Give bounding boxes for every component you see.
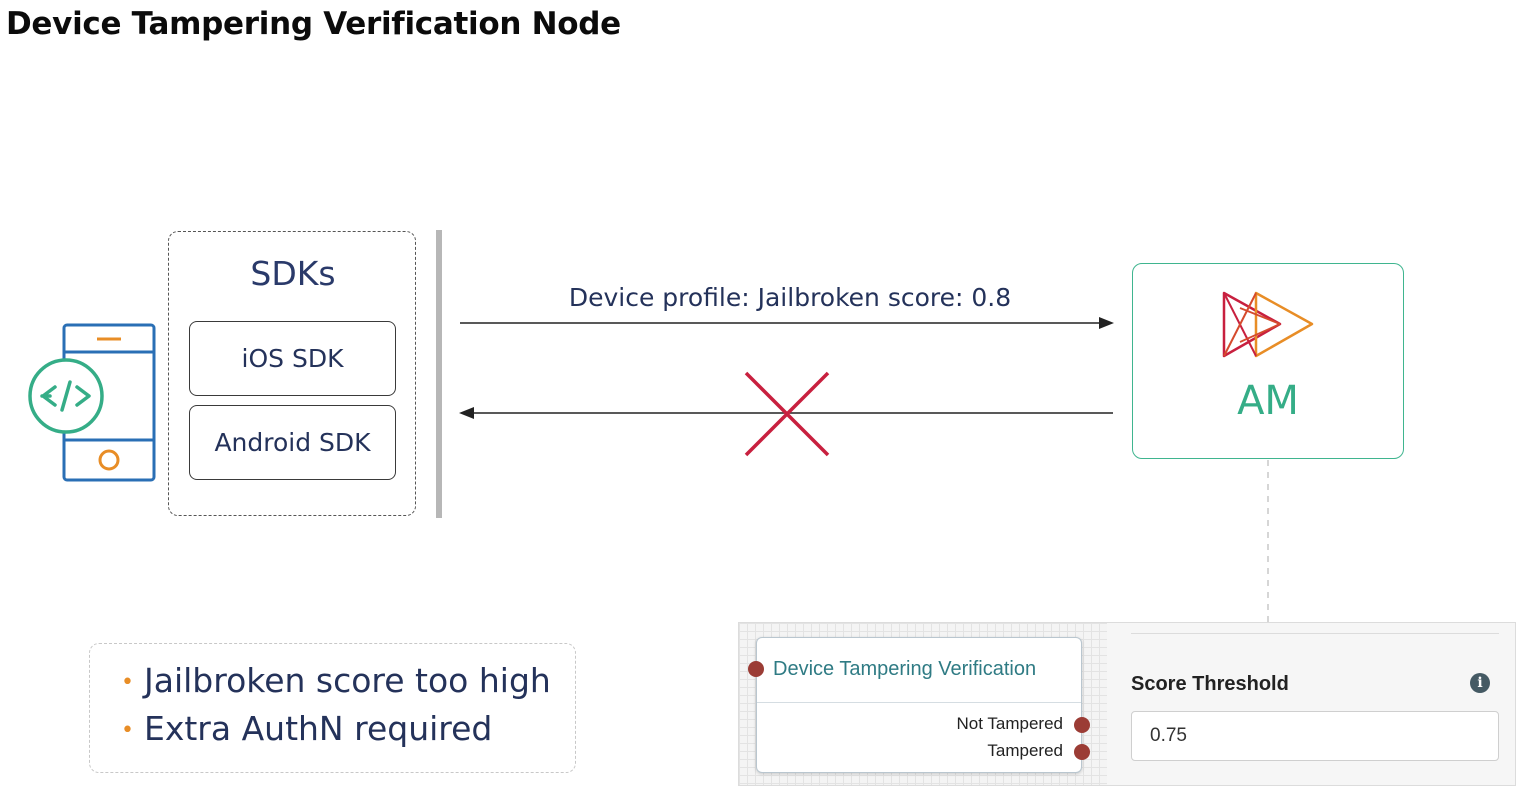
sdk-group-title: SDKs xyxy=(250,254,336,293)
node-title: Device Tampering Verification xyxy=(773,658,1037,680)
tampering-node-card[interactable]: Device Tampering Verification Not Tamper… xyxy=(748,637,1090,773)
score-threshold-label: Score Threshold xyxy=(1131,673,1289,695)
forgerock-logo-icon xyxy=(1222,291,1314,358)
node-properties: Score Threshold i xyxy=(1107,623,1515,785)
outcome-not-tampered: Not Tampered xyxy=(956,714,1063,733)
node-config-panel: Device Tampering Verification Not Tamper… xyxy=(738,622,1516,786)
outcome-port-not-tampered[interactable] xyxy=(1074,717,1090,733)
tree-canvas: Device Tampering Verification Not Tamper… xyxy=(739,623,1107,785)
request-arrow xyxy=(460,317,1114,329)
am-label: AM xyxy=(1237,378,1299,424)
score-threshold-input[interactable] xyxy=(1131,711,1499,761)
node-divider xyxy=(757,702,1081,703)
code-icon xyxy=(28,358,104,434)
node-input-port[interactable] xyxy=(748,661,764,677)
info-icon[interactable]: i xyxy=(1470,673,1490,693)
properties-divider xyxy=(1131,633,1499,634)
page-title: Device Tampering Verification Node xyxy=(6,6,621,42)
note-bullet: •Jailbroken score too high xyxy=(121,661,551,700)
note-bullet: •Extra AuthN required xyxy=(121,709,493,748)
sdk-group xyxy=(168,231,416,516)
am-box xyxy=(1132,263,1404,459)
outcome-tampered: Tampered xyxy=(987,741,1063,760)
deny-x-icon xyxy=(744,371,830,457)
mobile-app-icon xyxy=(28,323,156,482)
outcome-port-tampered[interactable] xyxy=(1074,744,1090,760)
ios-sdk-box: iOS SDK xyxy=(189,321,396,396)
android-sdk-box: Android SDK xyxy=(189,405,396,480)
request-arrow-label: Device profile: Jailbroken score: 0.8 xyxy=(568,283,1012,312)
note-box xyxy=(89,643,576,773)
response-arrow xyxy=(459,407,1113,419)
separator-bar xyxy=(436,230,442,518)
